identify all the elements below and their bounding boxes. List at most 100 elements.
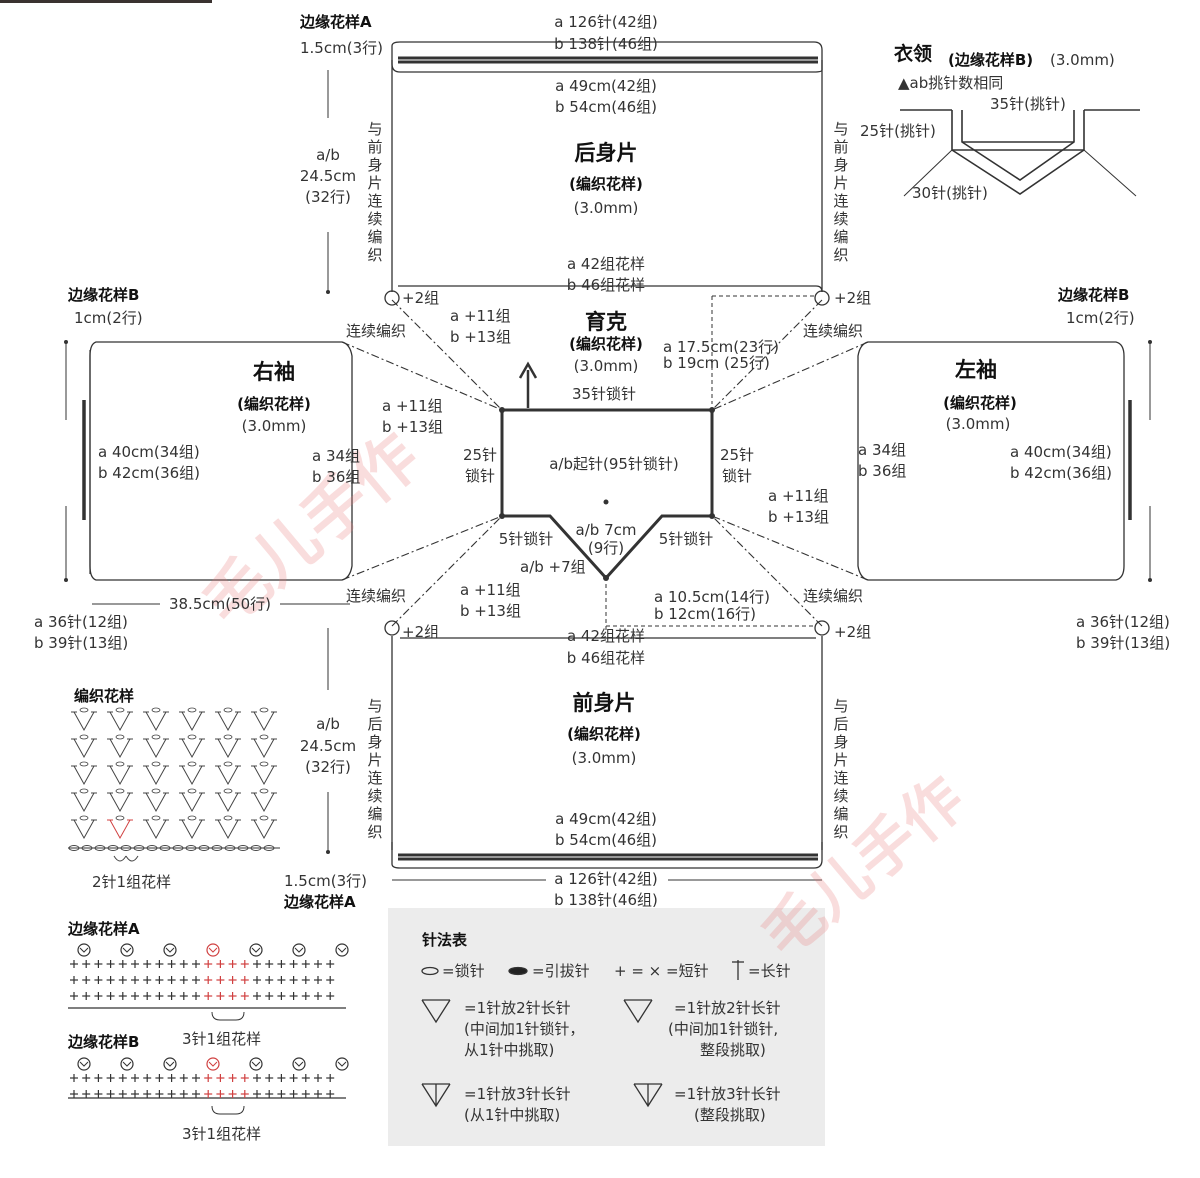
yoke-title: 育克 bbox=[585, 310, 627, 334]
dimension-lines bbox=[65, 70, 1151, 881]
collar-hook: (3.0mm) bbox=[1050, 51, 1115, 69]
front-groups-a: a 42组花样 bbox=[566, 627, 646, 645]
left-sleeve-end-b: b 39针(13组) bbox=[1076, 634, 1171, 652]
yoke-pattern: (编织花样) bbox=[569, 335, 643, 353]
yoke-depth-b: b 19cm (25行) bbox=[663, 354, 770, 372]
legend-v2-b: (中间加1针锁针, bbox=[668, 1020, 779, 1038]
inc-mid-right-a: a +11组 bbox=[768, 487, 829, 505]
cont-bottom-right: 连续编织 bbox=[803, 587, 864, 605]
left-sleeve-title: 左袖 bbox=[955, 358, 997, 382]
plus2-top-right: +2组 bbox=[834, 289, 872, 307]
legend-s4-a: =1针放3针长针 bbox=[674, 1085, 781, 1103]
legend-s3-a: =1针放3针长针 bbox=[464, 1085, 571, 1103]
right-sleeve-upper-a: a 34组 bbox=[312, 447, 361, 465]
yoke-chain35: 35针锁针 bbox=[571, 385, 637, 403]
edge-a-repeat: 3针1组花样 bbox=[182, 1030, 262, 1048]
legend-sc: + = × =短针 bbox=[614, 962, 709, 980]
collar-st35: 35针(挑针) bbox=[990, 95, 1066, 113]
back-pattern: (编织花样) bbox=[569, 175, 643, 193]
cont-top-right: 连续编织 bbox=[803, 322, 864, 340]
left-sleeve-upper-a: a 34组 bbox=[858, 441, 907, 459]
back-top-stitches-b: b 138针(46组) bbox=[554, 35, 658, 53]
front-height-rows: (32行) bbox=[305, 758, 351, 776]
legend-title: 针法表 bbox=[422, 931, 468, 949]
front-bottom-b: b 138针(46组) bbox=[554, 891, 658, 909]
front-edge-label: 边缘花样A bbox=[284, 893, 356, 911]
front-edge-rows: 1.5cm(3行) bbox=[284, 872, 367, 890]
yoke-plus7: a/b +7组 bbox=[520, 558, 586, 576]
yoke-left25a: 25针 bbox=[462, 446, 498, 464]
front-hook: (3.0mm) bbox=[571, 749, 637, 767]
yoke-vneck-a: a/b 7cm bbox=[575, 521, 637, 539]
collar-st30: 30针(挑针) bbox=[912, 184, 988, 202]
front-cont-right: 与后身片连续编织 bbox=[833, 697, 849, 841]
back-top-stitches-a: a 126针(42组) bbox=[554, 13, 658, 31]
yoke-right25b: 锁针 bbox=[721, 467, 753, 485]
left-sleeve-end-a: a 36针(12组) bbox=[1076, 613, 1170, 631]
back-title: 后身片 bbox=[574, 141, 638, 165]
edge-a-title: 边缘花样A bbox=[68, 920, 140, 938]
right-sleeve-upper-b: b 36组 bbox=[312, 468, 361, 486]
edge-b-swatch bbox=[70, 1057, 349, 1115]
yoke-start: a/b起针(95针锁针) bbox=[549, 455, 679, 473]
right-sleeve-end-a: a 36针(12组) bbox=[34, 613, 128, 631]
back-width-a: a 49cm(42组) bbox=[555, 77, 657, 95]
plus2-bottom-left: +2组 bbox=[402, 623, 440, 641]
inc-bottom-left-a: a +11组 bbox=[460, 581, 521, 599]
collar-title: 衣领 bbox=[894, 43, 933, 65]
main-pattern-swatch bbox=[68, 707, 277, 862]
back-groups-b: b 46组花样 bbox=[566, 276, 646, 294]
legend-slip: =引拔针 bbox=[532, 962, 590, 980]
yoke-front-depth-b: b 12cm(16行) bbox=[654, 605, 757, 623]
inc-bottom-left-b: b +13组 bbox=[460, 602, 521, 620]
right-sleeve-cuff-b: b 42cm(36组) bbox=[98, 464, 201, 482]
left-sleeve-cuff-b: b 42cm(36组) bbox=[1010, 464, 1113, 482]
left-sleeve-hook: (3.0mm) bbox=[945, 415, 1011, 433]
front-body-outline bbox=[391, 636, 823, 869]
collar-subtitle: (边缘花样B) bbox=[948, 51, 1034, 69]
plus2-bottom-right: +2组 bbox=[834, 623, 872, 641]
left-sleeve-pattern: (编织花样) bbox=[943, 394, 1017, 412]
back-cont-right: 与前身片连续编织 bbox=[833, 120, 849, 264]
front-cont-left: 与后身片连续编织 bbox=[367, 697, 383, 841]
edge-a-swatch bbox=[70, 943, 349, 1021]
back-edge-label: 边缘花样A bbox=[300, 13, 372, 31]
front-bottom-a: a 126针(42组) bbox=[554, 870, 658, 888]
legend-s4-b: (整段挑取) bbox=[694, 1106, 766, 1124]
raglan-lines bbox=[341, 299, 869, 627]
edge-b-repeat: 3针1组花样 bbox=[182, 1125, 262, 1143]
left-sleeve-upper-b: b 36组 bbox=[858, 462, 907, 480]
right-sleeve-edge-rows: 1cm(2行) bbox=[74, 309, 143, 327]
right-sleeve-edge-label: 边缘花样B bbox=[68, 286, 140, 304]
inc-mid-left-b: b +13组 bbox=[382, 418, 443, 436]
left-sleeve-outline bbox=[857, 341, 1132, 581]
back-hook: (3.0mm) bbox=[573, 199, 639, 217]
front-height-cm: 24.5cm bbox=[299, 737, 357, 755]
legend-v1-a: =1针放2针长针 bbox=[464, 999, 571, 1017]
back-height-cm: 24.5cm bbox=[299, 167, 357, 185]
top-edge-line bbox=[0, 0, 212, 3]
collar-diagram bbox=[900, 109, 1140, 197]
cont-bottom-left: 连续编织 bbox=[346, 587, 407, 605]
left-sleeve-edge-rows: 1cm(2行) bbox=[1066, 309, 1135, 327]
right-sleeve-cuff-a: a 40cm(34组) bbox=[98, 443, 200, 461]
yoke-five-right: 5针锁针 bbox=[658, 530, 714, 548]
collar-note: ▲ab挑针数相同 bbox=[898, 74, 1004, 92]
legend-chain: =锁针 bbox=[442, 962, 485, 980]
inc-mid-left-a: a +11组 bbox=[382, 397, 443, 415]
legend-v1-c: 从1针中挑取) bbox=[464, 1041, 555, 1059]
back-cont-left: 与前身片连续编织 bbox=[367, 120, 383, 264]
left-sleeve-edge-label: 边缘花样B bbox=[1058, 286, 1130, 304]
plus2-top-left: +2组 bbox=[402, 289, 440, 307]
main-swatch-title: 编织花样 bbox=[74, 687, 135, 705]
collar-st25: 25针(挑针) bbox=[860, 122, 936, 140]
right-sleeve-pattern: (编织花样) bbox=[237, 395, 311, 413]
stitch-legend-panel bbox=[388, 908, 825, 1146]
back-height-rows: (32行) bbox=[305, 188, 351, 206]
front-width-b: b 54cm(46组) bbox=[554, 831, 658, 849]
legend-dc: =长针 bbox=[748, 962, 791, 980]
front-pattern: (编织花样) bbox=[567, 725, 641, 743]
yoke-left25b: 锁针 bbox=[464, 467, 496, 485]
